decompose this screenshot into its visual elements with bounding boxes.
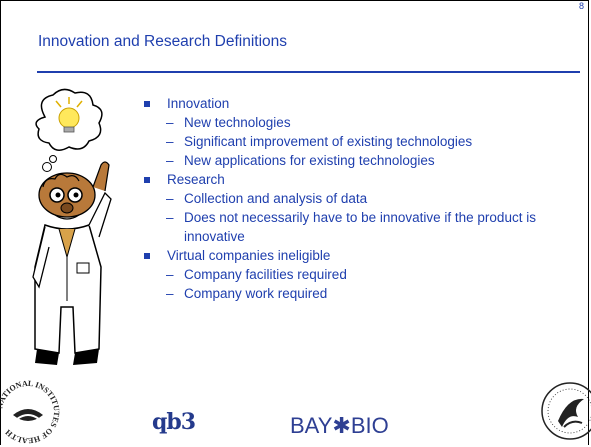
bullet-label: Research xyxy=(167,172,225,187)
square-bullet-icon xyxy=(144,101,150,107)
scientist-lightbulb-cartoon xyxy=(32,88,112,365)
qb3-logo-text: qb3 xyxy=(152,409,196,435)
subbullet: –Does not necessarily have to be innovat… xyxy=(166,210,536,244)
subbullet-label: New technologies xyxy=(184,115,291,130)
slide-title: Innovation and Research Definitions xyxy=(38,33,288,50)
bullet-list: Innovation –New technologies –Significan… xyxy=(144,94,584,303)
bullet-innovation: Innovation xyxy=(144,94,584,113)
subbullet-label: New applications for existing technologi… xyxy=(184,153,435,168)
bullet-research: Research xyxy=(144,170,584,189)
subbullet-label: Collection and analysis of data xyxy=(184,191,368,206)
bullet-virtual-companies: Virtual companies ineligible xyxy=(144,246,584,265)
square-bullet-icon xyxy=(144,253,150,259)
qb3-logo: qb3 xyxy=(152,409,196,446)
baybio-logo: BAY✱BIO xyxy=(290,413,389,438)
subbullet: –Significant improvement of existing tec… xyxy=(166,134,473,149)
subbullet: –Company facilities required xyxy=(166,267,347,282)
title-divider xyxy=(37,71,580,73)
subbullet: –New technologies xyxy=(166,115,291,130)
subbullet: –Company work required xyxy=(166,286,328,301)
subbullet-label: Significant improvement of existing tech… xyxy=(184,134,473,149)
hhs-seal-logo xyxy=(541,382,591,440)
subbullet-label: Company facilities required xyxy=(184,267,347,282)
subbullet: –Collection and analysis of data xyxy=(166,191,368,206)
slide-number: 8 xyxy=(578,1,584,11)
square-bullet-icon xyxy=(144,177,150,183)
subbullet-label: Does not necessarily have to be innovati… xyxy=(184,210,536,244)
bullet-label: Virtual companies ineligible xyxy=(167,248,331,263)
subbullet: –New applications for existing technolog… xyxy=(166,153,435,168)
nih-seal-logo: NATIONAL INSTITUTES OF HEALTH xyxy=(0,379,61,445)
subbullet-label: Company work required xyxy=(184,286,328,301)
bullet-label: Innovation xyxy=(167,96,230,111)
